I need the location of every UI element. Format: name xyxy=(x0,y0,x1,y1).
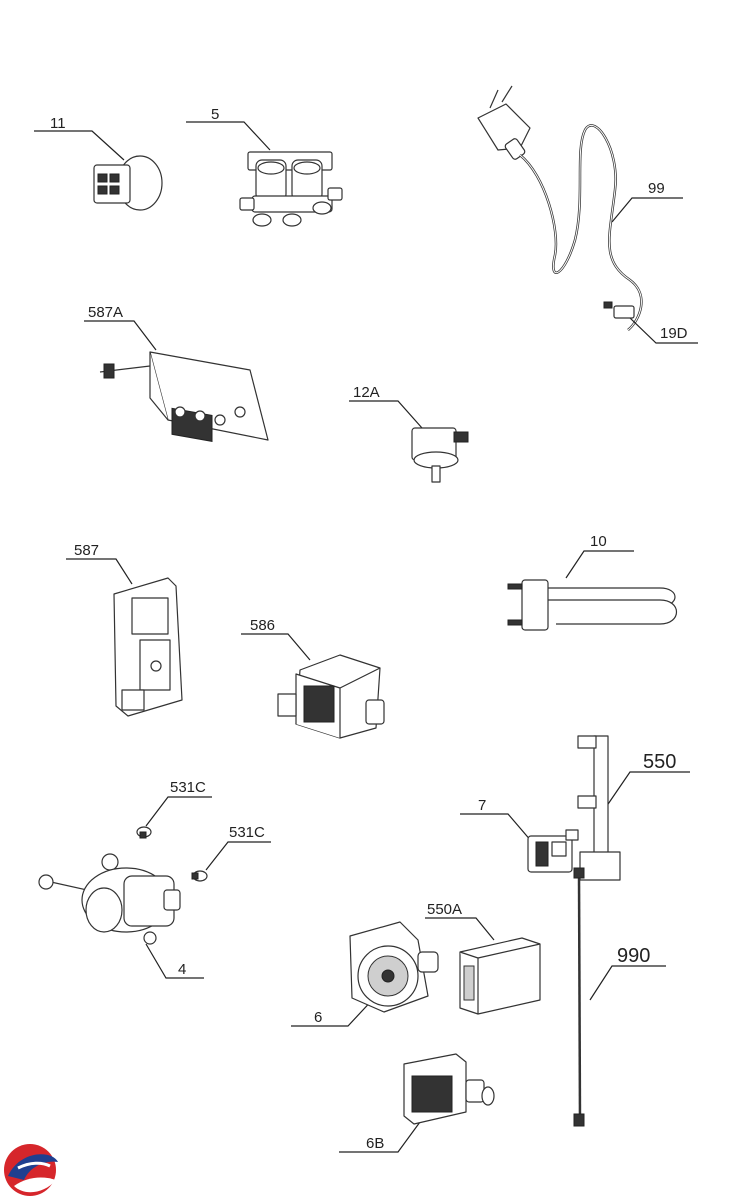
callout-6B: 6B xyxy=(366,1135,384,1152)
part-550A-cover: 550A xyxy=(425,901,541,1015)
part-531C-screw-a: 531C xyxy=(136,779,212,839)
callout-531C-b: 531C xyxy=(229,824,265,841)
part-10-heater-element: 10 xyxy=(507,533,677,631)
callout-6: 6 xyxy=(314,1009,322,1026)
callout-7: 7 xyxy=(478,797,486,814)
callout-550: 550 xyxy=(643,751,676,773)
callout-990: 990 xyxy=(617,945,650,967)
callout-4: 4 xyxy=(178,961,186,978)
callout-587: 587 xyxy=(74,542,99,559)
callout-587A: 587A xyxy=(88,304,123,321)
part-7-door-lock: 7 xyxy=(460,797,579,873)
part-11-connector: 11 xyxy=(34,115,163,211)
callout-10: 10 xyxy=(590,533,607,550)
part-587A-control-board: 587A xyxy=(84,304,269,442)
part-19D-clip: 19D xyxy=(603,301,698,344)
part-586-module: 586 xyxy=(241,617,385,739)
part-6-drain-pump: 6 xyxy=(291,921,439,1027)
part-990-wire: 990 xyxy=(573,867,666,1127)
part-5-inlet-valve: 5 xyxy=(186,106,343,227)
part-531C-screw-b: 531C xyxy=(191,824,271,882)
part-6B-pump: 6B xyxy=(339,1053,495,1153)
part-12A-pressure-switch: 12A xyxy=(349,384,469,483)
callout-586: 586 xyxy=(250,617,275,634)
part-4-motor: 4 xyxy=(38,853,204,979)
part-587-board-housing: 587 xyxy=(66,542,183,717)
part-99-power-cord: 99 xyxy=(477,85,683,331)
callout-550A: 550A xyxy=(427,901,462,918)
callout-12A: 12A xyxy=(353,384,380,401)
callout-99: 99 xyxy=(648,180,665,197)
callout-19D: 19D xyxy=(660,325,688,342)
brand-logo xyxy=(4,1144,58,1196)
callout-531C-a: 531C xyxy=(170,779,206,796)
callout-11: 11 xyxy=(50,115,66,132)
part-550-bracket: 550 xyxy=(577,735,690,881)
callout-5: 5 xyxy=(211,106,219,123)
